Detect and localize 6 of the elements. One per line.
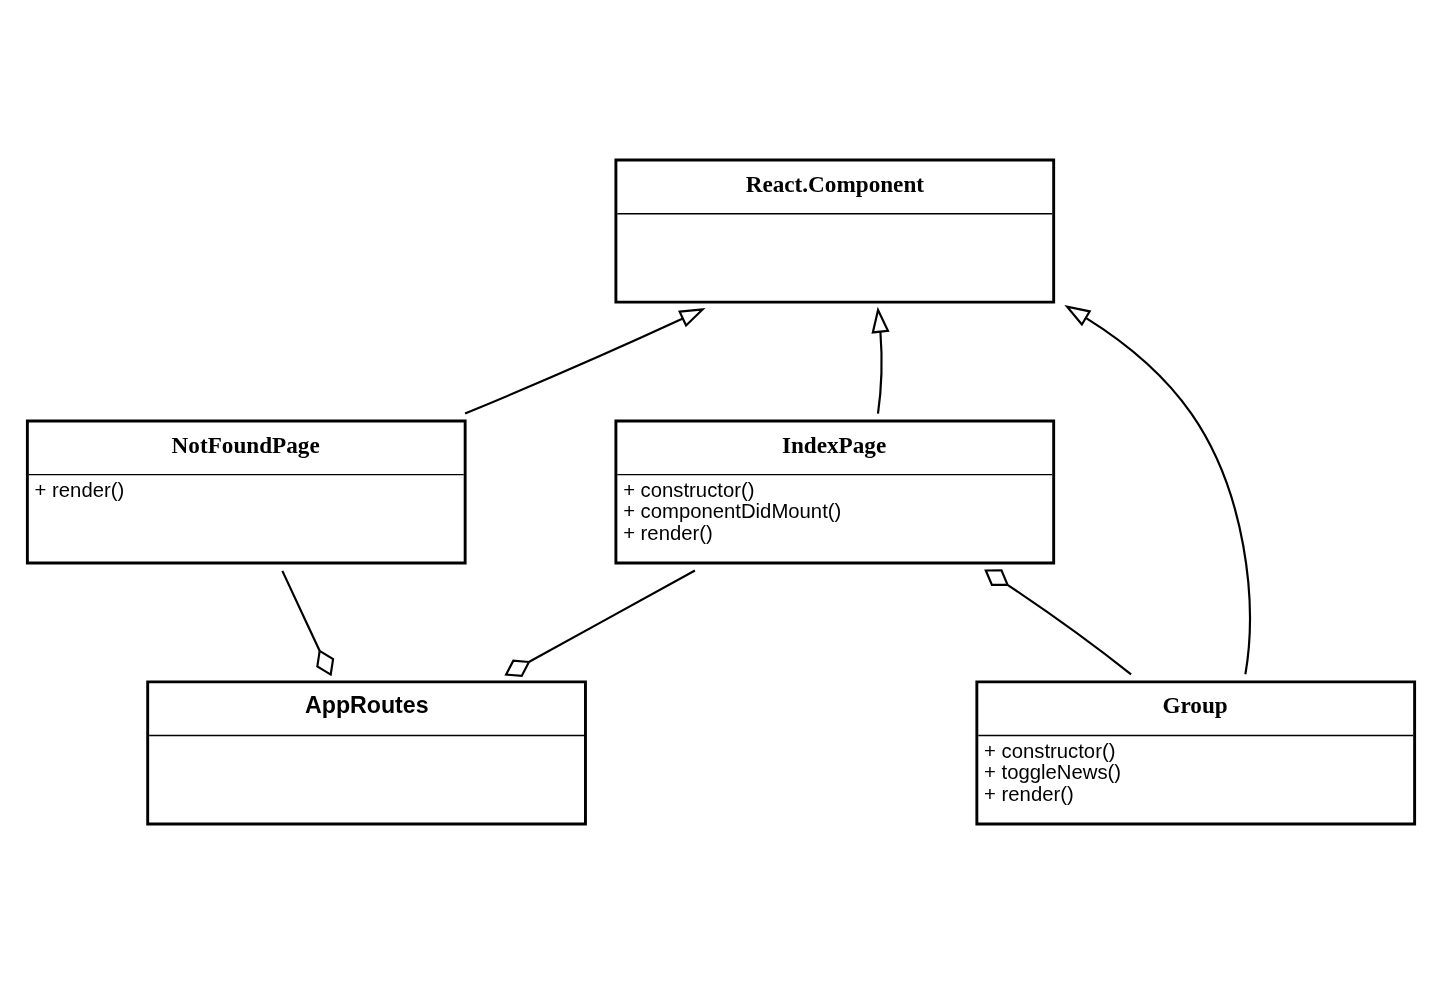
- connector: [504, 569, 696, 678]
- arrow: [1064, 305, 1251, 675]
- arrow: [464, 308, 706, 415]
- connector: [984, 569, 1132, 676]
- arrow: [871, 306, 890, 414]
- connector: [281, 570, 335, 677]
